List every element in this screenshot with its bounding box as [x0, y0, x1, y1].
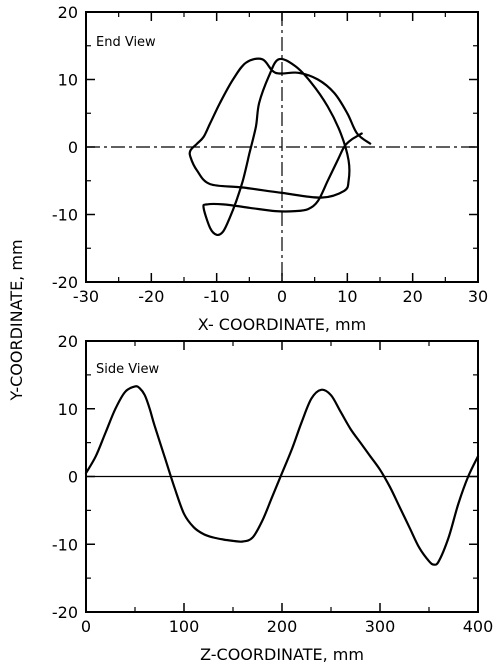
end-view-y-tick-label: -20 [52, 273, 78, 292]
end-view-x-tick-label: -10 [204, 287, 230, 306]
end-view-x-tick-label: 20 [402, 287, 422, 306]
end-view-x-tick-label: -30 [73, 287, 99, 306]
end-view-title: End View [96, 35, 156, 50]
side-view-y-tick-label: 20 [58, 332, 78, 351]
side-view-x-tick-label: 100 [169, 617, 200, 636]
side-view-x-tick-label: 400 [463, 617, 494, 636]
end-view-series-line-0 [188, 57, 372, 237]
side-view-series-line-0 [84, 385, 480, 566]
end-view-y-tick-label: 10 [58, 71, 78, 90]
side-view-y-tick-label: -20 [52, 603, 78, 622]
side-view-y-tick-label: 10 [58, 400, 78, 419]
end-view-x-tick-label: 0 [277, 287, 287, 306]
end-view-x-axis-title: X- COORDINATE, mm [198, 315, 366, 334]
side-view-x-tick-label: 300 [365, 617, 396, 636]
side-view-y-tick-label: 0 [68, 468, 78, 487]
end-view-y-tick-label: -10 [52, 206, 78, 225]
side-view-title: Side View [96, 362, 159, 377]
side-view-marks: 0 100 200 300 400 -20 -10 0 10 20 [52, 332, 493, 636]
end-view-x-tick-label: 30 [468, 287, 488, 306]
side-view-x-axis-title: Z-COORDINATE, mm [200, 645, 364, 664]
end-view-y-tick-label: 20 [58, 3, 78, 22]
end-view-x-tick-label: -20 [138, 287, 164, 306]
end-view-y-tick-label: 0 [68, 138, 78, 157]
end-view-x-tick-label: 10 [337, 287, 357, 306]
side-view-y-tick-label: -10 [52, 535, 78, 554]
y-axis-title: Y-COORDINATE, mm [7, 239, 26, 401]
side-view-x-tick-label: 200 [267, 617, 298, 636]
side-view-x-tick-label: 0 [81, 617, 91, 636]
